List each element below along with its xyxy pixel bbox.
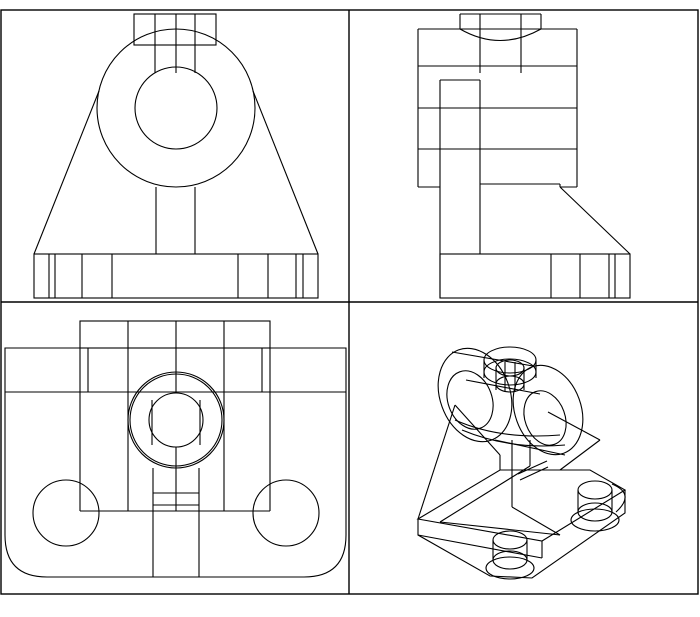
top-bore-circle (148, 392, 204, 448)
front-bore (134, 66, 218, 150)
sheet-frame (0, 9, 699, 595)
top-base-plate (4, 347, 347, 578)
iso-hole-left-top (492, 530, 528, 550)
isometric-view (416, 346, 627, 580)
side-view (417, 13, 631, 299)
front-base (33, 253, 319, 299)
front-cylinder-outline (96, 28, 256, 188)
iso-hole-right-top (577, 480, 613, 500)
top-mounting-hole-right (252, 479, 320, 547)
top-boss-circle (127, 371, 225, 469)
top-view (4, 320, 347, 578)
front-view (33, 13, 319, 299)
top-mounting-hole-left (32, 479, 100, 547)
top-boss (79, 320, 271, 349)
front-top-boss (133, 13, 217, 46)
side-boss-curve (459, 28, 542, 42)
iso-base-top (416, 469, 627, 542)
side-base (439, 253, 631, 299)
